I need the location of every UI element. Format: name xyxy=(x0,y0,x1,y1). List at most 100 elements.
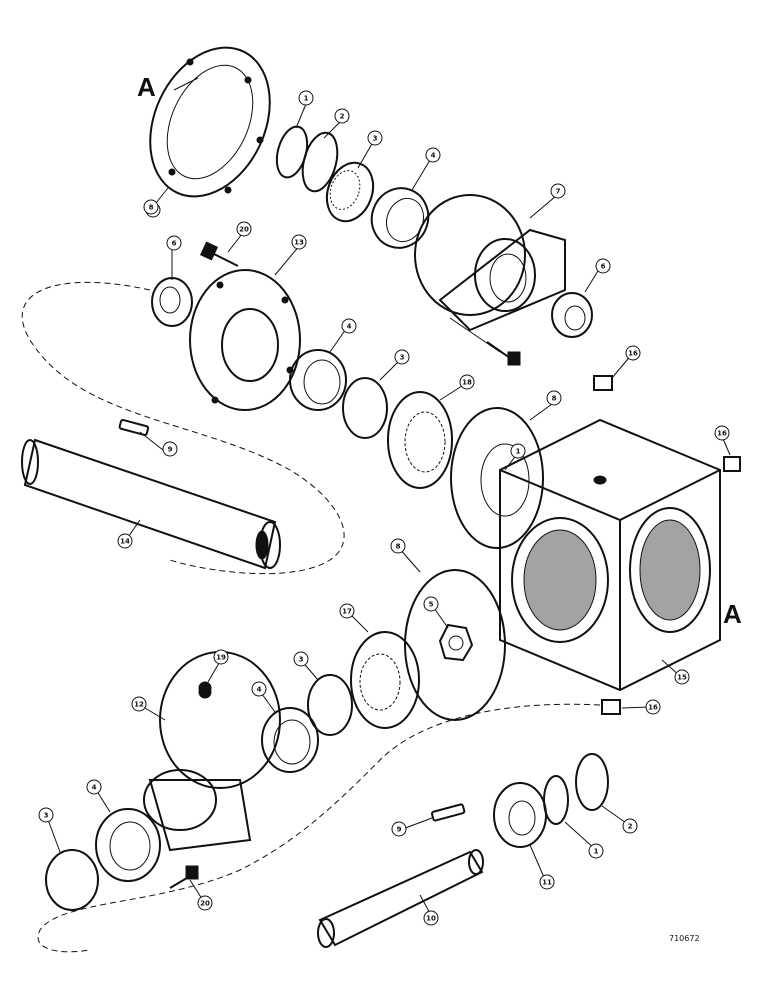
callout-label: 10 xyxy=(426,915,436,923)
seal-left xyxy=(151,277,193,327)
callout-2: 2 xyxy=(334,108,350,124)
callout-19: 19 xyxy=(213,649,229,665)
callout-label: 3 xyxy=(400,354,405,362)
view-letter-a-top: A xyxy=(137,72,156,102)
callout-20: 20 xyxy=(197,895,213,911)
callout-label: 17 xyxy=(342,608,352,616)
snap-ring-lower xyxy=(543,775,569,825)
callout-label: 3 xyxy=(44,812,49,820)
bearing-cone-lower-mid xyxy=(307,674,353,736)
gasket-lower xyxy=(404,569,506,721)
callout-14: 14 xyxy=(117,533,133,549)
callout-7: 7 xyxy=(550,183,566,199)
callout-label: 16 xyxy=(648,704,658,712)
view-letter-a-right: A xyxy=(723,599,742,629)
callout-4: 4 xyxy=(425,147,441,163)
callout-label: 9 xyxy=(397,826,402,834)
callout-label: 4 xyxy=(347,323,352,331)
callout-6: 6 xyxy=(595,258,611,274)
callout-label: 12 xyxy=(134,701,144,709)
callout-10: 10 xyxy=(423,910,439,926)
callout-12: 12 xyxy=(131,696,147,712)
callout-label: 15 xyxy=(677,674,687,682)
callout-label: 2 xyxy=(340,113,345,121)
seal-11 xyxy=(493,782,547,848)
callout-4: 4 xyxy=(251,681,267,697)
bolt-top xyxy=(199,241,239,267)
callout-8: 8 xyxy=(143,199,159,215)
shaft-14 xyxy=(21,438,281,570)
callout-3: 3 xyxy=(367,130,383,146)
reference-number: 710672 xyxy=(669,934,700,943)
callout-label: 1 xyxy=(304,95,309,103)
bolt-middle xyxy=(449,317,521,366)
callout-label: 2 xyxy=(628,823,633,831)
callout-label: 8 xyxy=(396,543,401,551)
callout-8: 8 xyxy=(390,538,406,554)
callout-18: 18 xyxy=(459,374,475,390)
callout-8: 8 xyxy=(546,390,562,406)
gasket-middle xyxy=(450,407,544,549)
callout-label: 20 xyxy=(239,226,249,234)
callout-label: 13 xyxy=(294,239,304,247)
bearing-housing-top xyxy=(414,194,566,332)
callout-11: 11 xyxy=(539,874,555,890)
bearing-cup-lower xyxy=(95,808,161,882)
callout-label: 3 xyxy=(299,656,304,664)
key-upper xyxy=(118,418,150,437)
callout-label: 8 xyxy=(149,204,154,212)
shaft-10 xyxy=(317,849,484,948)
bearing-housing-13 xyxy=(189,269,301,411)
callout-1: 1 xyxy=(298,90,314,106)
callout-label: 5 xyxy=(429,601,434,609)
callout-16: 16 xyxy=(645,699,661,715)
callout-label: 16 xyxy=(717,430,727,438)
callout-3: 3 xyxy=(38,807,54,823)
plug-right xyxy=(723,456,741,472)
bevel-gear-17 xyxy=(350,631,420,729)
bolt-lower xyxy=(169,865,199,889)
callout-3: 3 xyxy=(394,349,410,365)
bearing-cup-middle xyxy=(289,349,347,411)
callout-label: 3 xyxy=(373,135,378,143)
key-lower xyxy=(430,803,466,822)
callout-label: 4 xyxy=(431,152,436,160)
callout-4: 4 xyxy=(86,779,102,795)
washer-top xyxy=(301,131,339,193)
callout-9: 9 xyxy=(162,441,178,457)
callout-label: 6 xyxy=(172,240,177,248)
plug-top xyxy=(593,375,613,391)
lower-shaft-routing-line xyxy=(37,703,601,953)
callout-1: 1 xyxy=(510,443,526,459)
callout-13: 13 xyxy=(291,234,307,250)
grease-fitting xyxy=(198,681,212,695)
callout-label: 9 xyxy=(168,446,173,454)
bearing-cup-lower-mid xyxy=(261,707,319,773)
callout-label: 1 xyxy=(594,848,599,856)
callout-label: 18 xyxy=(462,379,472,387)
bearing-cone-lower xyxy=(45,849,99,911)
callout-9: 9 xyxy=(391,821,407,837)
callout-1: 1 xyxy=(588,843,604,859)
callout-16: 16 xyxy=(625,345,641,361)
callout-17: 17 xyxy=(339,603,355,619)
callout-label: 16 xyxy=(628,350,638,358)
callout-label: 11 xyxy=(542,879,552,887)
callout-2: 2 xyxy=(622,818,638,834)
callout-label: 19 xyxy=(216,654,226,662)
callout-label: 1 xyxy=(516,448,521,456)
bevel-gear-18 xyxy=(387,391,453,489)
callout-label: 6 xyxy=(601,263,606,271)
callout-label: 7 xyxy=(556,188,561,196)
callout-label: 20 xyxy=(200,900,210,908)
plug-bottom xyxy=(601,699,621,715)
bearing-cone-middle xyxy=(342,377,388,439)
upper-shaft-routing-line xyxy=(21,281,345,575)
callout-6: 6 xyxy=(166,235,182,251)
callout-20: 20 xyxy=(236,221,252,237)
callout-4: 4 xyxy=(341,318,357,334)
callout-group: 1234678201364316918811614851734121915163… xyxy=(38,90,730,926)
callout-label: 4 xyxy=(257,686,262,694)
